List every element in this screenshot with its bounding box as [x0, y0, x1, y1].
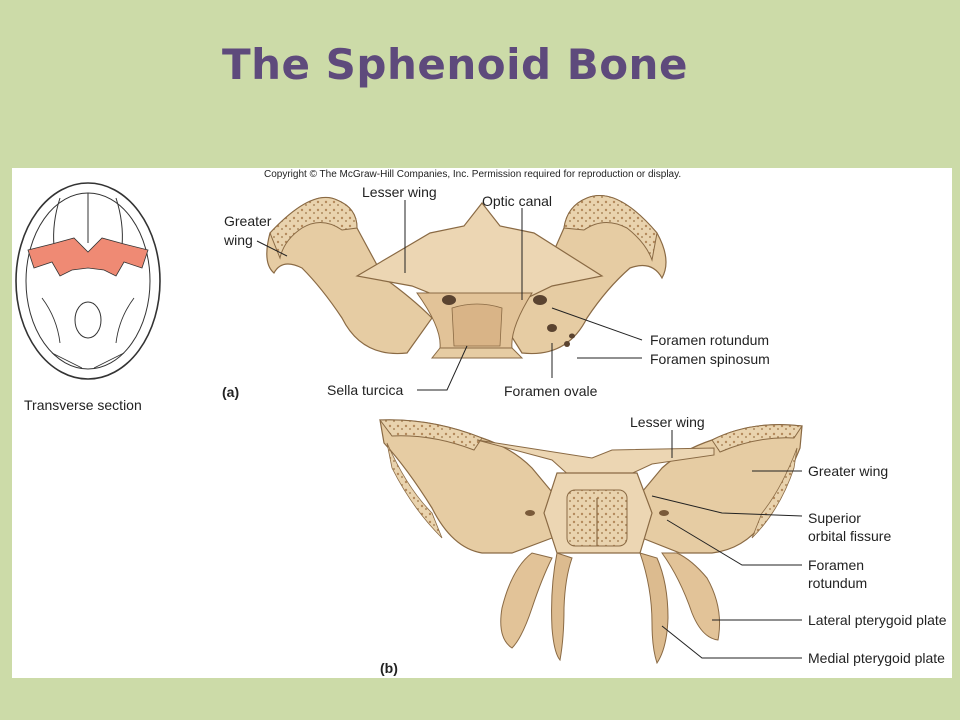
label-foramen-rotundum-b-2: rotundum	[808, 575, 867, 591]
inset-caption: Transverse section	[24, 397, 142, 413]
labels-view-a: Greater wing Lesser wing Optic canal For…	[222, 184, 770, 400]
leader-lines-b	[651, 430, 803, 659]
page-title: The Sphenoid Bone	[222, 40, 688, 89]
label-foramen-spinosum: Foramen spinosum	[650, 351, 770, 367]
label-foramen-rotundum-a: Foramen rotundum	[650, 332, 769, 348]
sphenoid-figure: Copyright © The McGraw-Hill Companies, I…	[15, 169, 947, 676]
figure-panel: Copyright © The McGraw-Hill Companies, I…	[12, 168, 952, 678]
label-superior-orbital-fissure-2: orbital fissure	[808, 528, 891, 544]
panel-label-a: (a)	[222, 384, 239, 400]
label-optic-canal: Optic canal	[482, 193, 552, 209]
label-lateral-pterygoid-plate: Lateral pterygoid plate	[808, 612, 947, 628]
label-superior-orbital-fissure: Superior	[808, 510, 861, 526]
label-foramen-ovale: Foramen ovale	[504, 383, 598, 399]
sphenoid-superior-view	[266, 194, 667, 359]
transverse-section-inset: Transverse section	[15, 182, 161, 413]
sphenoid-posterior-view	[379, 419, 803, 665]
label-greater-wing-a-2: wing	[223, 232, 253, 248]
copyright-notice: Copyright © The McGraw-Hill Companies, I…	[264, 169, 681, 180]
label-greater-wing-b: Greater wing	[808, 463, 888, 479]
sphenoid-highlight	[27, 237, 149, 277]
label-lesser-wing-b: Lesser wing	[630, 414, 705, 430]
labels-view-b: Lesser wing Greater wing Superior orbita…	[380, 414, 947, 676]
label-sella-turcica: Sella turcica	[327, 382, 403, 398]
panel-label-b: (b)	[380, 660, 398, 676]
label-medial-pterygoid-plate: Medial pterygoid plate	[808, 650, 945, 666]
label-lesser-wing-a: Lesser wing	[362, 184, 437, 200]
label-foramen-rotundum-b: Foramen	[808, 557, 864, 573]
leader-lines-a	[256, 200, 643, 391]
label-greater-wing-a: Greater	[224, 213, 272, 229]
